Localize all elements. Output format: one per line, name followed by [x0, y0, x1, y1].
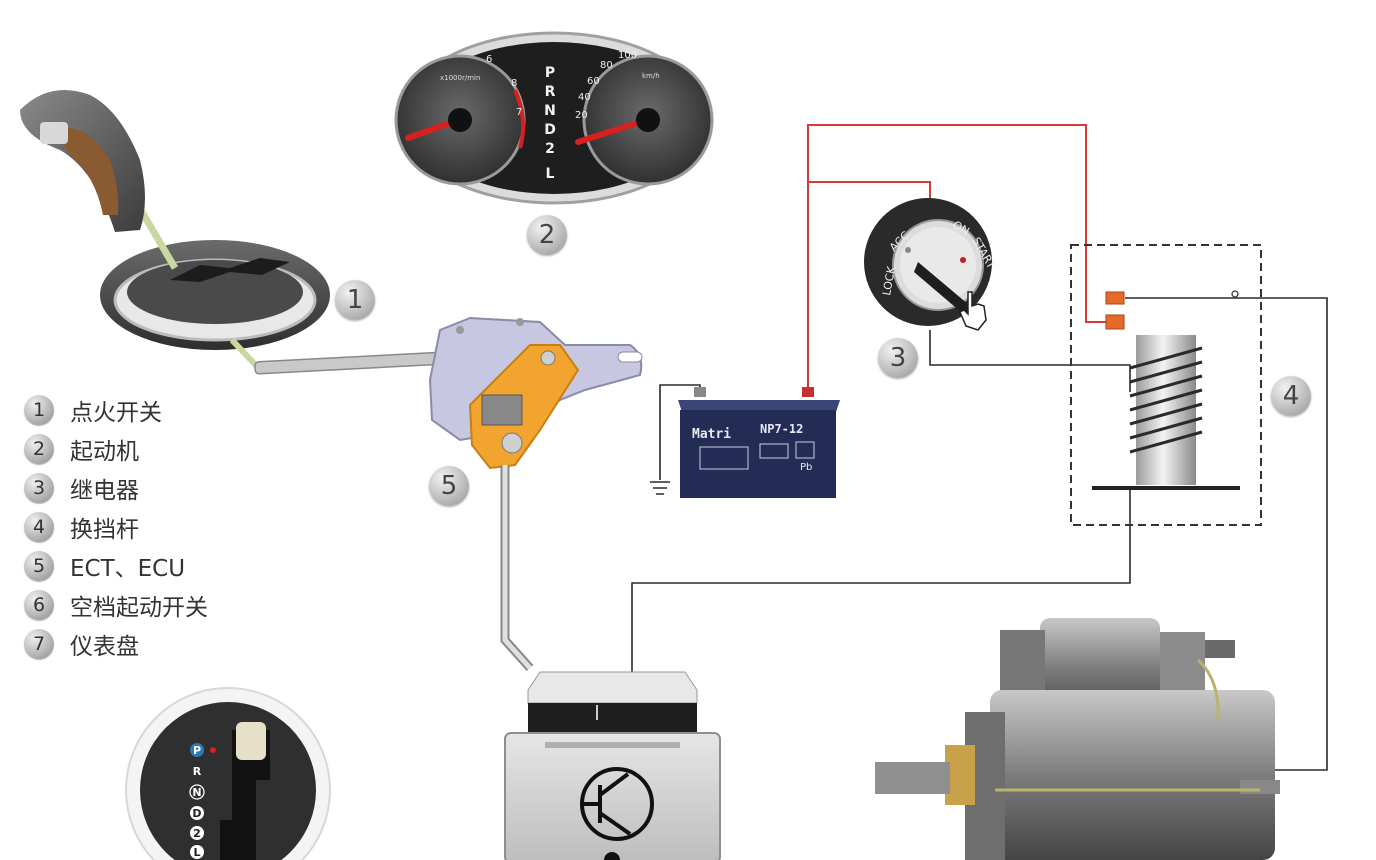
battery-model: NP7-12 [760, 422, 803, 436]
battery: Matri NP7-12 Pb [678, 387, 840, 498]
gear-indicator-p: P [545, 65, 555, 81]
legend-number: 7 [24, 628, 54, 659]
black-wires [631, 297, 1328, 771]
switch-to-ecu-cable [500, 465, 534, 671]
battery-brand: Matri [692, 427, 731, 442]
speed-tick-40: 40 [578, 92, 591, 103]
speed-tick-100: 100 [618, 50, 637, 61]
legend-number: 3 [24, 472, 54, 503]
legend-number: 4 [24, 511, 54, 542]
ignition-switch: LOCK ACC ON START [864, 198, 998, 331]
legend-number: 2 [24, 433, 54, 464]
legend-label: 点火开关 [70, 399, 162, 426]
tach-unit-label: x1000r/min [440, 74, 480, 82]
transistor-icon [580, 767, 654, 841]
legend-label: ECT、ECU [70, 555, 186, 582]
shift-indicator-r: R [193, 765, 202, 778]
gear-indicator-2: 2 [545, 141, 555, 157]
legend-item: 4 换挡杆 [24, 507, 208, 546]
neutral-start-switch [428, 316, 643, 470]
legend-label: 仪表盘 [70, 633, 139, 660]
shift-indicator-p: P [193, 744, 201, 757]
legend-label: 空档起动开关 [70, 594, 208, 621]
callout-badge-1: 1 [335, 280, 375, 320]
legend-item: 2 起动机 [24, 429, 208, 468]
tach-tick-6: 6 [486, 54, 492, 65]
instrument-cluster: x1000r/min km/h 6 8 7 20 40 60 80 100 P … [394, 31, 714, 205]
legend-item: 6 空档起动开关 [24, 585, 208, 624]
speed-tick-60: 60 [587, 76, 600, 87]
gear-indicator-d: D [544, 122, 556, 138]
gear-indicator-l: L [546, 166, 555, 182]
shift-indicator-d: D [192, 807, 201, 820]
ground-symbol [650, 481, 670, 495]
ecu-module [504, 671, 721, 860]
speed-unit-label: km/h [642, 72, 660, 80]
shift-indicator-n: N [192, 786, 201, 799]
legend-item: 1 点火开关 [24, 390, 208, 429]
shift-indicator-l: L [193, 846, 200, 859]
legend-number: 6 [24, 589, 54, 620]
shift-lever [20, 90, 330, 350]
tach-tick-8: 8 [511, 78, 517, 89]
legend-number: 1 [24, 394, 54, 425]
legend-label: 换挡杆 [70, 516, 139, 543]
legend-item: 7 仪表盘 [24, 624, 208, 663]
speed-tick-80: 80 [600, 60, 613, 71]
shift-position-indicator: P R N D 2 L [125, 687, 331, 860]
callout-badge-2: 2 [527, 215, 567, 255]
speed-needle [575, 117, 649, 145]
gear-indicator-r: R [545, 84, 556, 100]
speed-tick-20: 20 [575, 110, 588, 121]
legend-item: 3 继电器 [24, 468, 208, 507]
legend-label: 继电器 [70, 477, 139, 504]
starter-motor [875, 618, 1280, 860]
shift-indicator-2: 2 [193, 827, 201, 840]
tach-tick-7: 7 [516, 107, 522, 118]
component-legend: 1 点火开关 2 起动机 3 继电器 4 换挡杆 5 ECT、ECU 6 空档起… [24, 390, 208, 663]
callout-badge-5: 5 [429, 466, 469, 506]
callout-badge-4: 4 [1271, 376, 1311, 416]
callout-badge-3: 3 [878, 338, 918, 378]
ignition-lock-label: LOCK [880, 265, 898, 297]
hand-cursor-icon [959, 291, 987, 331]
legend-label: 起动机 [70, 438, 139, 465]
legend-number: 5 [24, 550, 54, 581]
gear-indicator-n: N [544, 103, 556, 119]
legend-item: 5 ECT、ECU [24, 546, 208, 585]
battery-chem: Pb [800, 462, 812, 473]
starter-relay [1070, 244, 1262, 526]
